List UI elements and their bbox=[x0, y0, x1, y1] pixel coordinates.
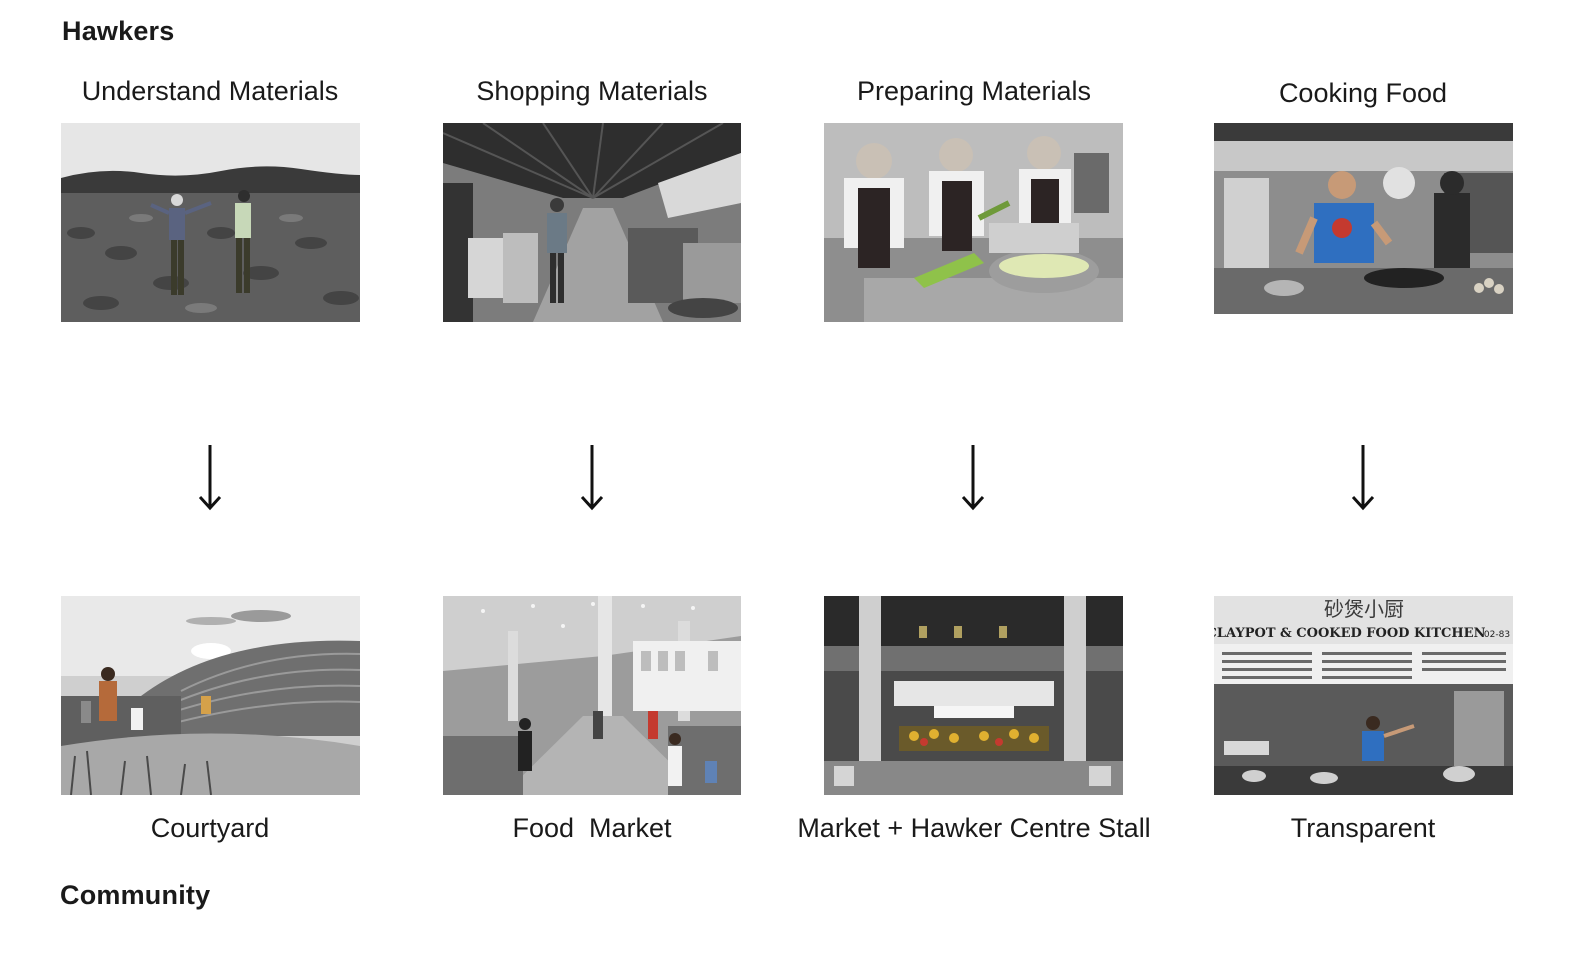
label-cooking-food: Cooking Food bbox=[1278, 78, 1448, 108]
label-transparent: Transparent bbox=[1290, 813, 1436, 843]
hawker-cooking-photo bbox=[1214, 123, 1513, 314]
down-arrow-icon bbox=[1348, 445, 1378, 511]
label-courtyard: Courtyard bbox=[150, 813, 270, 843]
stall-sign-chinese: 砂煲小厨 bbox=[1324, 597, 1404, 621]
farm-field-photo bbox=[61, 123, 360, 322]
label-food-market: Food Market bbox=[512, 813, 672, 843]
section-title-hawkers: Hawkers bbox=[62, 16, 175, 46]
stall-sign-english: CLAYPOT & COOKED FOOD KITCHEN bbox=[1214, 626, 1486, 641]
stall-unit-number: 02-83 bbox=[1484, 630, 1510, 640]
down-arrow-icon bbox=[577, 445, 607, 511]
down-arrow-icon bbox=[958, 445, 988, 511]
claypot-stall-photo: 砂煲小厨 CLAYPOT & COOKED FOOD KITCHEN 02-83 bbox=[1214, 596, 1513, 795]
label-market-hawker-centre-stall: Market + Hawker Centre Stall bbox=[797, 813, 1151, 843]
market-interior-photo bbox=[824, 596, 1123, 795]
down-arrow-icon bbox=[195, 445, 225, 511]
label-preparing-materials: Preparing Materials bbox=[856, 76, 1092, 106]
terraced-courtyard-photo bbox=[61, 596, 360, 795]
section-title-community: Community bbox=[60, 880, 211, 910]
label-shopping-materials: Shopping Materials bbox=[476, 76, 708, 106]
food-market-hall-photo bbox=[443, 596, 741, 795]
label-understand-materials: Understand Materials bbox=[81, 76, 339, 106]
wholesale-market-photo bbox=[443, 123, 741, 322]
kitchen-staff-photo bbox=[824, 123, 1123, 322]
